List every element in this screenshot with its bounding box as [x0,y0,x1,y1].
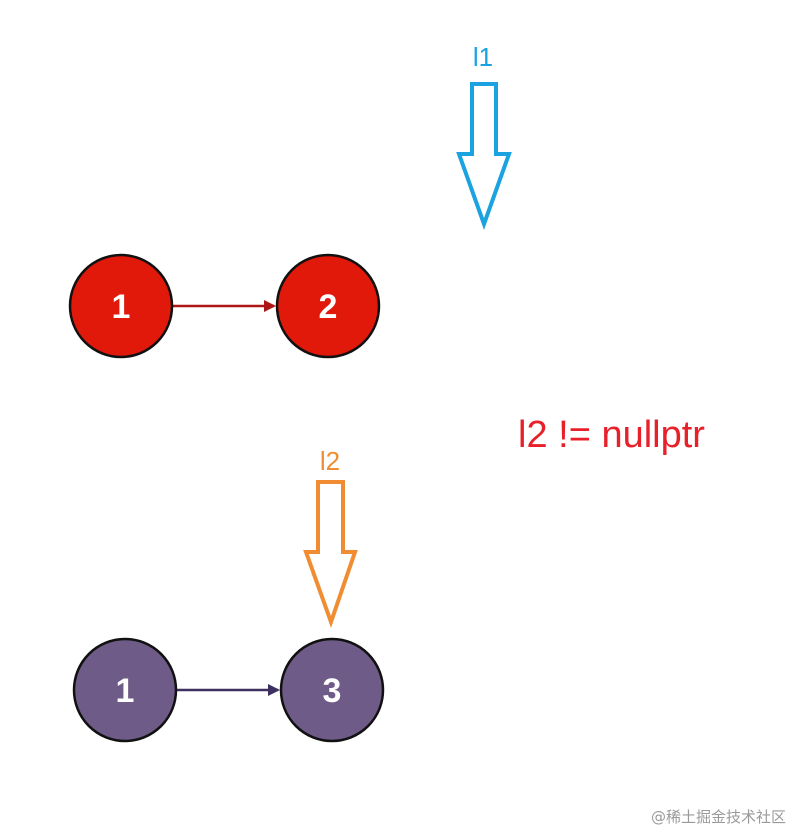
linked-list-1: 1 2 [68,253,381,359]
watermark-text: @稀土掘金技术社区 [651,808,786,826]
linked-list-2: 1 3 [72,637,385,743]
pointer-l2-label: l2 [320,446,340,476]
list2-node-3: 3 [279,637,385,743]
list2-node-3-label: 3 [323,672,342,710]
list1-node-2-label: 2 [319,288,338,326]
list2-node-1: 1 [72,637,178,743]
down-arrow-outline-icon [303,480,358,629]
list1-node-2: 2 [275,253,381,359]
list2-node-1-label: 1 [116,672,135,710]
pointer-l1: l1 [456,42,512,230]
condition-text: l2 != nullptr [518,414,705,456]
list1-node-1: 1 [68,253,174,359]
pointer-l1-label: l1 [473,42,493,72]
pointer-l2: l2 [303,446,358,629]
list1-node-1-label: 1 [112,288,131,326]
down-arrow-outline-icon [456,82,512,230]
